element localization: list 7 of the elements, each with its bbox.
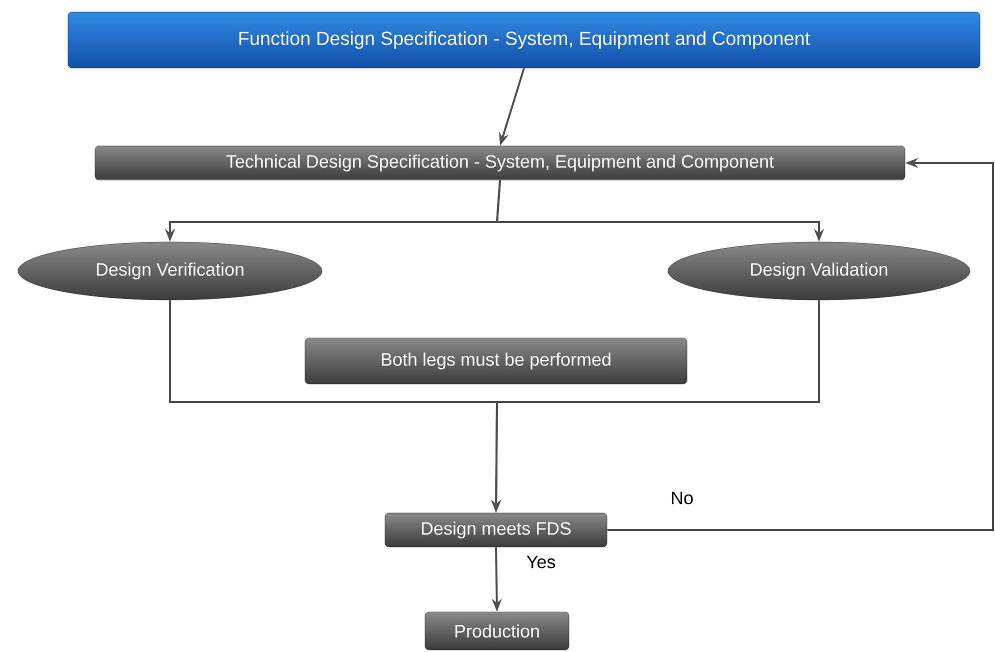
process-box: Technical Design Specification - System, Equipment and Component — [94, 146, 906, 180]
process-box: Design meets FDS — [384, 512, 608, 548]
edge-label: Yes — [525, 554, 557, 570]
process-box: Both legs must be performed — [304, 338, 688, 384]
process-box: Production — [424, 612, 570, 650]
header-box: Function Design Specification - System, Equipment and Component — [68, 12, 980, 68]
edge-label: No — [670, 490, 694, 506]
